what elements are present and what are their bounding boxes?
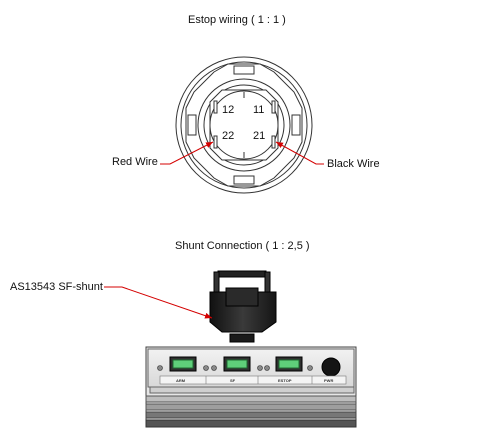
sf-shunt bbox=[209, 270, 277, 343]
arm-port-label: ARM bbox=[176, 378, 186, 383]
controller-board bbox=[145, 346, 357, 428]
black-wire-arrow bbox=[275, 141, 324, 165]
arm-connector bbox=[169, 356, 197, 372]
estop-port-label: ESTOP bbox=[278, 378, 292, 383]
pin-12-label: 12 bbox=[222, 104, 234, 116]
sf-port-label: SF bbox=[230, 378, 236, 383]
shunt-title: Shunt Connection ( 1 : 2,5 ) bbox=[175, 240, 310, 252]
pin-22-label: 22 bbox=[222, 130, 234, 142]
pin-11-label: 11 bbox=[253, 104, 264, 116]
estop-connector bbox=[175, 56, 313, 194]
power-button-icon bbox=[321, 357, 341, 377]
red-wire-label: Red Wire bbox=[112, 156, 158, 168]
red-wire-arrow bbox=[160, 141, 214, 165]
shunt-part-label: AS13543 SF-shunt bbox=[10, 281, 103, 293]
pin-21-label: 21 bbox=[253, 130, 265, 142]
black-wire-label: Black Wire bbox=[327, 158, 380, 170]
estop-port-connector bbox=[275, 356, 303, 372]
pwr-port-label: PWR bbox=[324, 378, 333, 383]
estop-title: Estop wiring ( 1 : 1 ) bbox=[188, 14, 286, 26]
sf-connector bbox=[223, 356, 251, 372]
shunt-arrow bbox=[104, 286, 213, 319]
